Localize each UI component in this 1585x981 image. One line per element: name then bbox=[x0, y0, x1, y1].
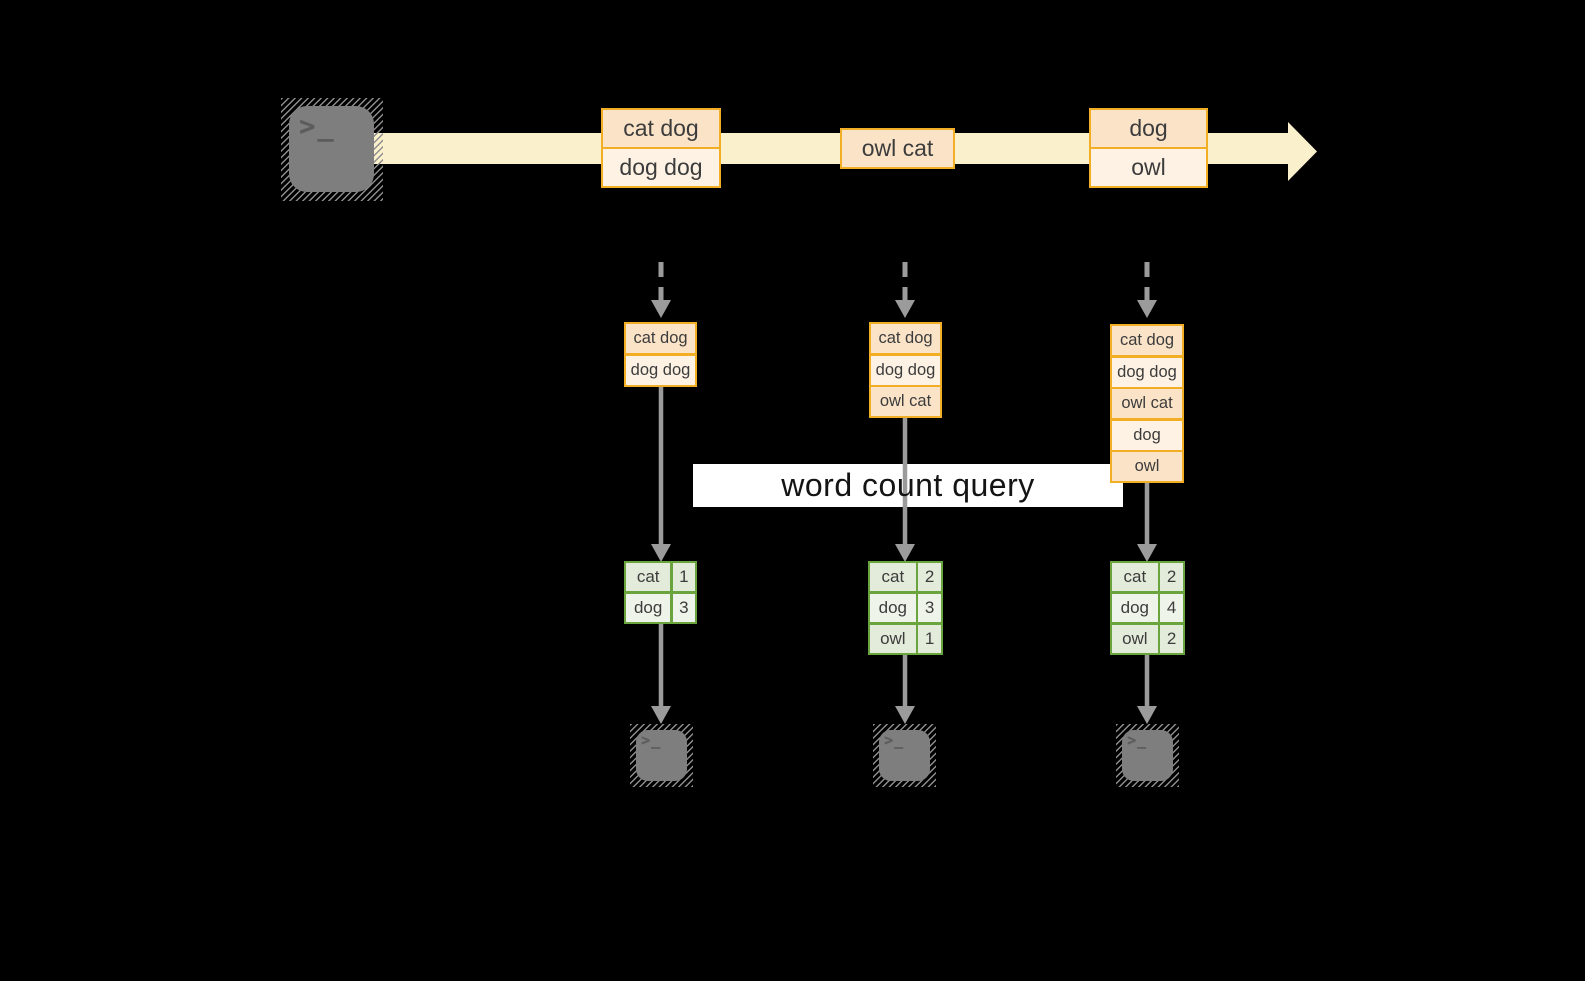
dashed-arrow-group bbox=[658, 262, 1150, 300]
table-row: cat 2 bbox=[870, 563, 941, 592]
count-cell: 2 bbox=[1160, 563, 1183, 592]
count-cell: 2 bbox=[1160, 624, 1183, 653]
count-cell: 4 bbox=[1160, 593, 1183, 623]
state-line: dog dog bbox=[626, 355, 695, 385]
terminal-icon bbox=[289, 106, 374, 192]
word-cell: dog bbox=[870, 593, 916, 623]
sink-arrowheads bbox=[651, 706, 1157, 724]
state-line: cat dog bbox=[1112, 326, 1182, 355]
terminal-prompt-icon: >_ bbox=[299, 111, 336, 142]
state-line: cat dog bbox=[871, 324, 940, 353]
arrowhead-icon bbox=[895, 300, 915, 318]
query-connector-group bbox=[658, 385, 1150, 545]
stream-event-1: cat dog dog dog bbox=[601, 108, 721, 188]
terminal-icon bbox=[879, 730, 930, 781]
state-line: owl cat bbox=[1112, 389, 1182, 418]
count-cell: 3 bbox=[918, 593, 941, 623]
terminal-prompt-icon: >_ bbox=[1127, 731, 1148, 749]
word-cell: cat bbox=[870, 563, 916, 592]
count-table-1: cat 1 dog 3 bbox=[624, 561, 697, 624]
count-cell: 1 bbox=[918, 624, 941, 653]
word-cell: cat bbox=[626, 563, 671, 592]
word-cell: owl bbox=[870, 624, 916, 653]
state-line: cat dog bbox=[626, 324, 695, 353]
count-table-3: cat 2 dog 4 owl 2 bbox=[1110, 561, 1185, 655]
arrowhead-icon bbox=[1137, 706, 1157, 724]
event-line: dog bbox=[1091, 110, 1206, 147]
count-table-2: cat 2 dog 3 owl 1 bbox=[868, 561, 943, 655]
terminal-prompt-icon: >_ bbox=[641, 731, 662, 749]
arrowhead-icon bbox=[1137, 544, 1157, 562]
arrowhead-icon bbox=[895, 706, 915, 724]
table-row: dog 3 bbox=[626, 593, 695, 622]
terminal-sink-icon-3: >_ bbox=[1116, 724, 1179, 787]
event-line: cat dog bbox=[603, 110, 719, 147]
terminal-sink-icon-1: >_ bbox=[630, 724, 693, 787]
word-cell: dog bbox=[626, 593, 671, 622]
arrowhead-icon bbox=[895, 544, 915, 562]
state-line: dog dog bbox=[871, 355, 940, 385]
arrowhead-icon bbox=[651, 706, 671, 724]
stream-event-2: owl cat bbox=[840, 128, 955, 169]
state-box-3: cat dog dog dog owl cat dog owl bbox=[1110, 324, 1184, 483]
dashed-arrowheads bbox=[651, 300, 1157, 318]
table-row: owl 2 bbox=[1112, 624, 1183, 653]
terminal-icon bbox=[1122, 730, 1173, 781]
event-line: dog dog bbox=[603, 149, 719, 186]
terminal-prompt-icon: >_ bbox=[884, 731, 905, 749]
terminal-sink-icon-2: >_ bbox=[873, 724, 936, 787]
stream-event-3: dog owl bbox=[1089, 108, 1208, 188]
table-row: cat 1 bbox=[626, 563, 695, 592]
terminal-source-icon: >_ bbox=[281, 98, 383, 201]
event-line: owl bbox=[1091, 149, 1206, 186]
table-row: owl 1 bbox=[870, 624, 941, 653]
event-line: owl cat bbox=[842, 130, 953, 167]
state-line: owl cat bbox=[871, 387, 940, 416]
state-line: dog dog bbox=[1112, 357, 1182, 387]
arrowhead-icon bbox=[1137, 300, 1157, 318]
word-cell: cat bbox=[1112, 563, 1158, 592]
state-box-1: cat dog dog dog bbox=[624, 322, 697, 387]
query-label-band bbox=[693, 464, 1123, 507]
state-line: owl bbox=[1112, 452, 1182, 481]
state-line: dog bbox=[1112, 420, 1182, 450]
table-row: cat 2 bbox=[1112, 563, 1183, 592]
table-row: dog 4 bbox=[1112, 593, 1183, 623]
arrowhead-icon bbox=[651, 544, 671, 562]
query-arrowheads bbox=[651, 544, 1157, 562]
arrowhead-icon bbox=[651, 300, 671, 318]
terminal-icon bbox=[636, 730, 687, 781]
state-box-2: cat dog dog dog owl cat bbox=[869, 322, 942, 418]
table-row: dog 3 bbox=[870, 593, 941, 623]
count-cell: 1 bbox=[672, 563, 695, 592]
word-cell: owl bbox=[1112, 624, 1158, 653]
word-cell: dog bbox=[1112, 593, 1158, 623]
sink-connector-group bbox=[658, 623, 1150, 706]
count-cell: 3 bbox=[672, 593, 695, 622]
count-cell: 2 bbox=[918, 563, 941, 592]
